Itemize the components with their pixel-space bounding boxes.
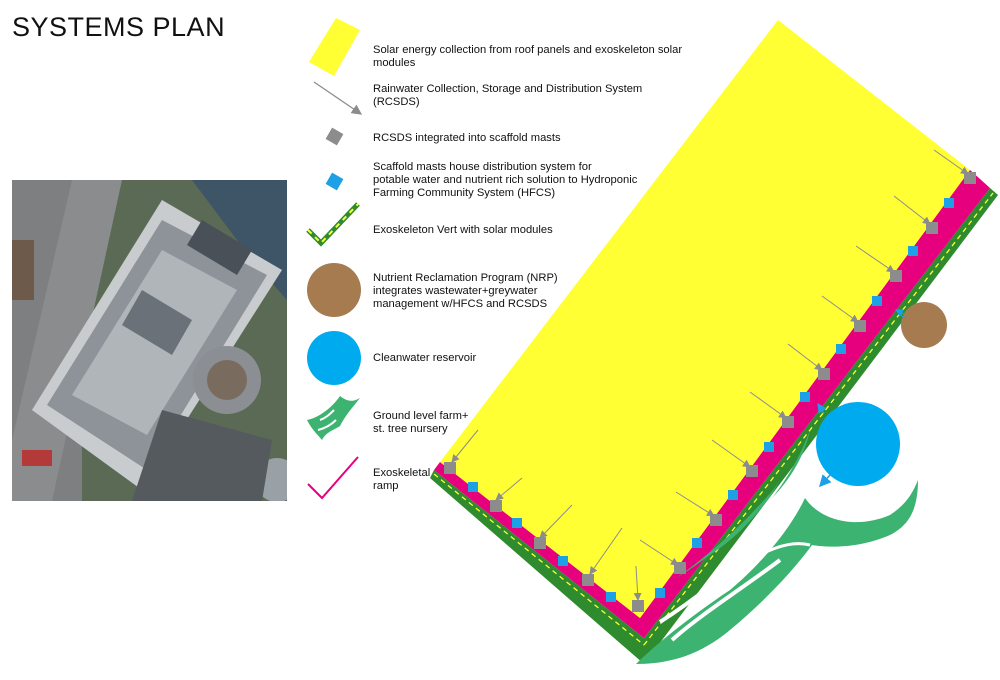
masts-right-edge xyxy=(655,172,976,598)
legend-icons xyxy=(306,18,363,500)
legend-cleanwater-text: Cleanwater reservoir xyxy=(373,352,477,364)
cleanwater-reservoir xyxy=(816,402,900,488)
legend-solar-text: Solar energy collection from roof panels… xyxy=(373,44,683,69)
solar-roof-area xyxy=(440,20,970,618)
exoskeleton-vert-icon xyxy=(306,202,360,247)
legend-rcsds-mast-text: RCSDS integrated into scaffold masts xyxy=(373,132,561,144)
rainwater-arrows xyxy=(451,149,969,601)
farm-shape-icon xyxy=(307,396,360,440)
aerial-photo xyxy=(12,180,287,501)
legend-nrp-text: Nutrient Reclamation Program (NRP) integ… xyxy=(373,272,558,310)
legend-exoskeleton-text: Exoskeleton Vert with solar modules xyxy=(373,224,553,236)
exoskeleton-ramp-band xyxy=(434,170,990,638)
masts-lower-edge xyxy=(444,462,644,612)
rainwater-arrow-icon xyxy=(313,81,363,115)
solar-energy-icon xyxy=(309,18,360,76)
rcsds-mast-icon xyxy=(325,127,344,146)
ramp-icon xyxy=(307,456,359,500)
ground-level-farm xyxy=(636,430,918,664)
nrp-circle-icon xyxy=(307,263,361,317)
nrp-circle xyxy=(895,302,947,348)
legend-distribution-text: Scaffold masts house distribution system… xyxy=(373,161,638,199)
cleanwater-circle-icon xyxy=(307,331,361,385)
page-title: SYSTEMS PLAN xyxy=(12,12,226,42)
legend-ramp-text: Exoskeletal ramp xyxy=(373,467,431,492)
distribution-mast-icon xyxy=(325,172,344,191)
legend-farm-text: Ground level farm+ st. tree nursery xyxy=(373,410,469,435)
legend-rainwater-text: Rainwater Collection, Storage and Distri… xyxy=(373,83,643,108)
exoskeleton-green-band xyxy=(430,188,998,664)
